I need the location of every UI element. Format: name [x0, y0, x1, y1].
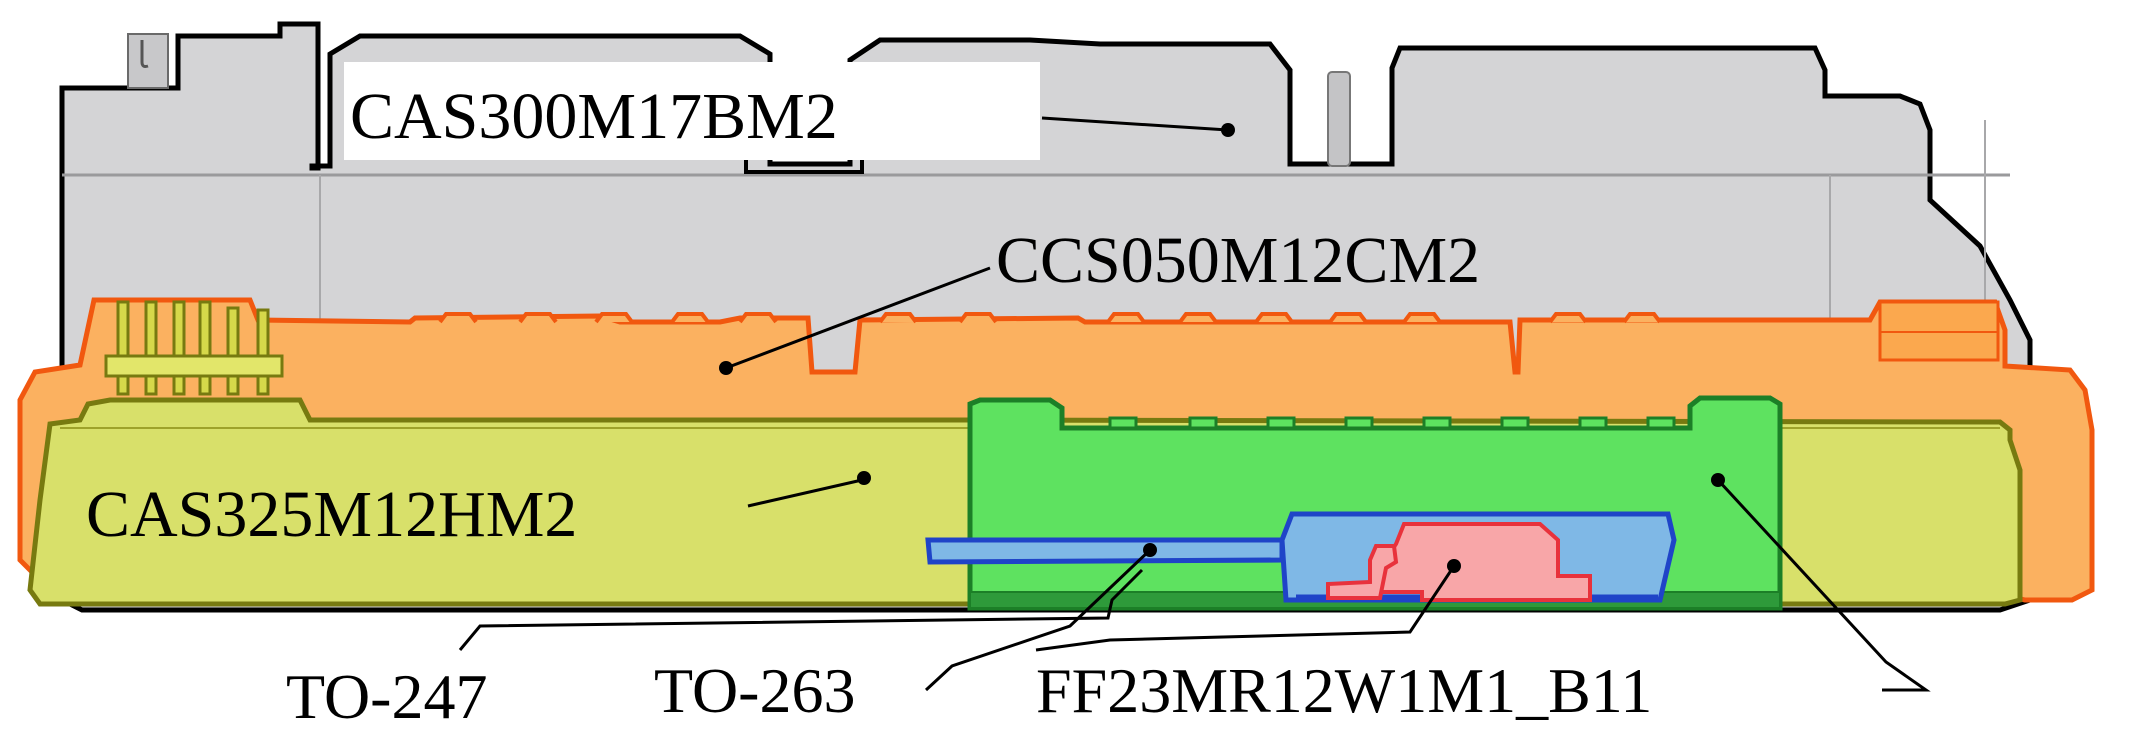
to263-lead: [1326, 544, 1399, 600]
ccs050m12cm2-leader: [725, 266, 991, 370]
ccs050m12cm2-bumps: [438, 312, 1662, 324]
to263-label: TO-263: [654, 655, 855, 726]
cas325m12hm2-pins: [104, 300, 284, 396]
ff23mr12w1m1-b11-label: FF23MR12W1M1_B11: [1036, 655, 1652, 726]
cas300m17bm2-dot: [1221, 123, 1235, 137]
ff23mr12w1m1-b11-leader: [1716, 478, 1931, 692]
cas325m12hm2-leader: [747, 478, 863, 508]
terminal-hook-icon: [140, 40, 149, 68]
to247-leader: [458, 568, 1144, 651]
cas300m17bm2-label-bg: [344, 62, 1040, 160]
ff23-to-to263-dot: [1447, 559, 1461, 573]
ccs050m12cm2-label: CCS050M12CM2: [996, 224, 1480, 297]
to263-dot: [1143, 543, 1157, 557]
cas300m17bm2-label: CAS300M17BM2: [350, 80, 838, 153]
to247-label: TO-247: [286, 661, 487, 732]
to263-package: [1326, 522, 1592, 602]
cas325m12hm2-dot: [857, 471, 871, 485]
ff23-to-to263-leader: [1035, 565, 1456, 652]
cas300m17bm2-leader: [1041, 116, 1229, 132]
cas300m17bm2-terminal-tab: [127, 33, 169, 89]
ccs050m12cm2-dot: [719, 361, 733, 375]
leader-lines: [458, 116, 1931, 692]
ff23mr12w1m1-b11-dot: [1711, 473, 1725, 487]
cas300m17bm2-center-pin: [1327, 71, 1351, 167]
cas325m12hm2-label: CAS325M12HM2: [86, 478, 577, 551]
labels: CAS300M17BM2 CCS050M12CM2 CAS325M12HM2 T…: [86, 62, 1652, 732]
cas300m17bm2-bracket: [744, 150, 864, 174]
to263-leader: [924, 548, 1152, 692]
ff23mr12w1m1-b11-bumps: [1108, 416, 1676, 430]
to247-lead: [925, 537, 1285, 565]
